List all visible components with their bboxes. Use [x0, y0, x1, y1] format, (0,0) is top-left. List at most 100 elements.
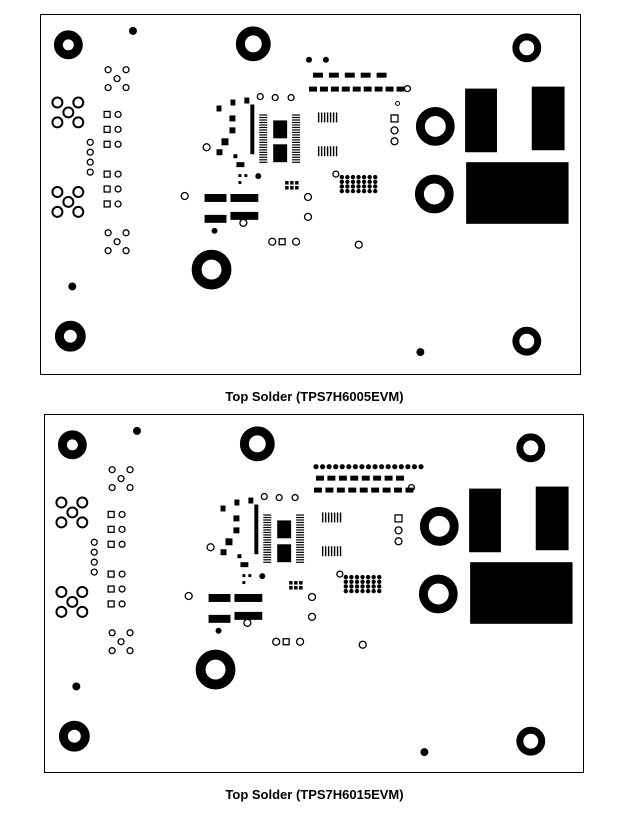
bga-ball: [343, 574, 349, 580]
smd-pad: [225, 538, 233, 546]
through-hole-pad: [55, 586, 68, 598]
power-pad: [535, 486, 569, 551]
ic-pin: [263, 561, 272, 563]
ic-pin: [263, 514, 272, 516]
via: [255, 173, 262, 180]
through-hole-pad: [307, 612, 317, 621]
smd-pad: [216, 105, 222, 112]
ic-pin: [292, 151, 301, 153]
bga-ball: [345, 188, 350, 194]
through-hole-pad: [62, 106, 75, 119]
ic-pin: [263, 539, 272, 541]
through-hole-pad: [108, 466, 116, 474]
power-pad: [465, 88, 497, 153]
bga-ball: [356, 184, 361, 189]
through-hole-pad: [332, 170, 340, 178]
jumper-pad: [394, 537, 403, 546]
through-hole-pad: [72, 116, 85, 129]
ic-pin: [259, 134, 268, 136]
ic-pin: [259, 139, 268, 141]
through-hole-pad: [243, 618, 252, 627]
ic-pin: [292, 139, 301, 141]
ic-pin: [263, 559, 272, 561]
bga-ball: [361, 174, 367, 180]
header-pin: [405, 464, 411, 470]
ic-pin: [259, 114, 268, 116]
ic-pin: [296, 559, 305, 561]
ic-pin: [263, 531, 272, 534]
through-hole-pad: [114, 110, 122, 119]
bga-ball: [367, 184, 372, 189]
smd-pad: [371, 487, 380, 493]
through-hole-pad: [206, 543, 215, 552]
ic-pin: [296, 546, 305, 548]
jumper-pad: [390, 126, 399, 135]
bga-ball: [365, 579, 371, 584]
through-hole-pad: [66, 506, 79, 519]
ic-pin: [292, 146, 301, 148]
ic-pin: [292, 129, 301, 131]
ic-pin: [292, 134, 301, 136]
through-hole-pad: [114, 170, 122, 178]
fine-pitch-pin: [332, 112, 335, 123]
ic-pin: [292, 126, 301, 129]
ic-pin: [296, 549, 305, 551]
ic-pin: [292, 141, 301, 143]
power-pad: [466, 162, 569, 224]
fine-pitch-pin: [333, 512, 336, 523]
smd-pad: [299, 586, 303, 590]
bga-ball: [373, 184, 378, 189]
bga-ball: [345, 174, 350, 180]
mounting-hole: [57, 430, 87, 460]
ic-pin: [259, 146, 268, 148]
ic-pin: [292, 161, 301, 163]
bga-ball: [371, 588, 376, 594]
jumper-square-pad: [394, 514, 403, 523]
ic-pin: [259, 161, 268, 163]
via: [416, 348, 425, 357]
through-hole-pad: [51, 205, 64, 218]
smd-pad: [242, 574, 246, 578]
smd-pad: [229, 115, 236, 122]
smd-pad: [230, 99, 236, 106]
ic-pin: [259, 149, 268, 151]
smd-pad: [325, 487, 334, 493]
fine-pitch-pin: [329, 112, 332, 123]
ic-pin: [263, 544, 272, 546]
smd-pad: [374, 86, 383, 92]
through-hole-pad: [118, 525, 126, 533]
bga-ball: [377, 574, 382, 580]
header-pin: [392, 464, 398, 470]
mounting-hole: [239, 426, 275, 462]
ic-pin: [263, 519, 272, 521]
ic-pin: [263, 516, 272, 519]
through-hole-pad: [108, 483, 116, 492]
through-hole-pad: [55, 496, 68, 509]
ic-pin: [292, 116, 301, 119]
smd-pad: [234, 499, 240, 506]
bga-ball: [360, 588, 365, 594]
ic-thermal-pad: [277, 544, 292, 563]
fine-pitch-pin: [336, 546, 339, 557]
bga-ball: [349, 588, 354, 594]
through-hole-pad: [358, 640, 367, 649]
fine-pitch-pin: [327, 546, 330, 557]
bga-ball: [350, 184, 356, 189]
smd-pad: [396, 86, 405, 92]
bga-ball: [354, 584, 360, 589]
through-hole-pad: [55, 516, 68, 529]
fine-pitch-pin: [323, 112, 326, 123]
smd-pad: [290, 181, 294, 185]
power-pad: [470, 562, 573, 624]
bga-ball: [377, 584, 382, 589]
through-hole-pad: [86, 138, 94, 146]
through-hole-pad: [90, 558, 98, 566]
fine-pitch-pin: [332, 146, 335, 157]
through-hole-pad: [114, 185, 122, 193]
ic-pin: [296, 529, 305, 531]
square-pad: [103, 110, 111, 119]
through-hole-pad: [303, 212, 313, 222]
ic-pin: [259, 119, 268, 121]
through-hole-pad: [126, 647, 134, 655]
smd-pad: [376, 72, 387, 78]
